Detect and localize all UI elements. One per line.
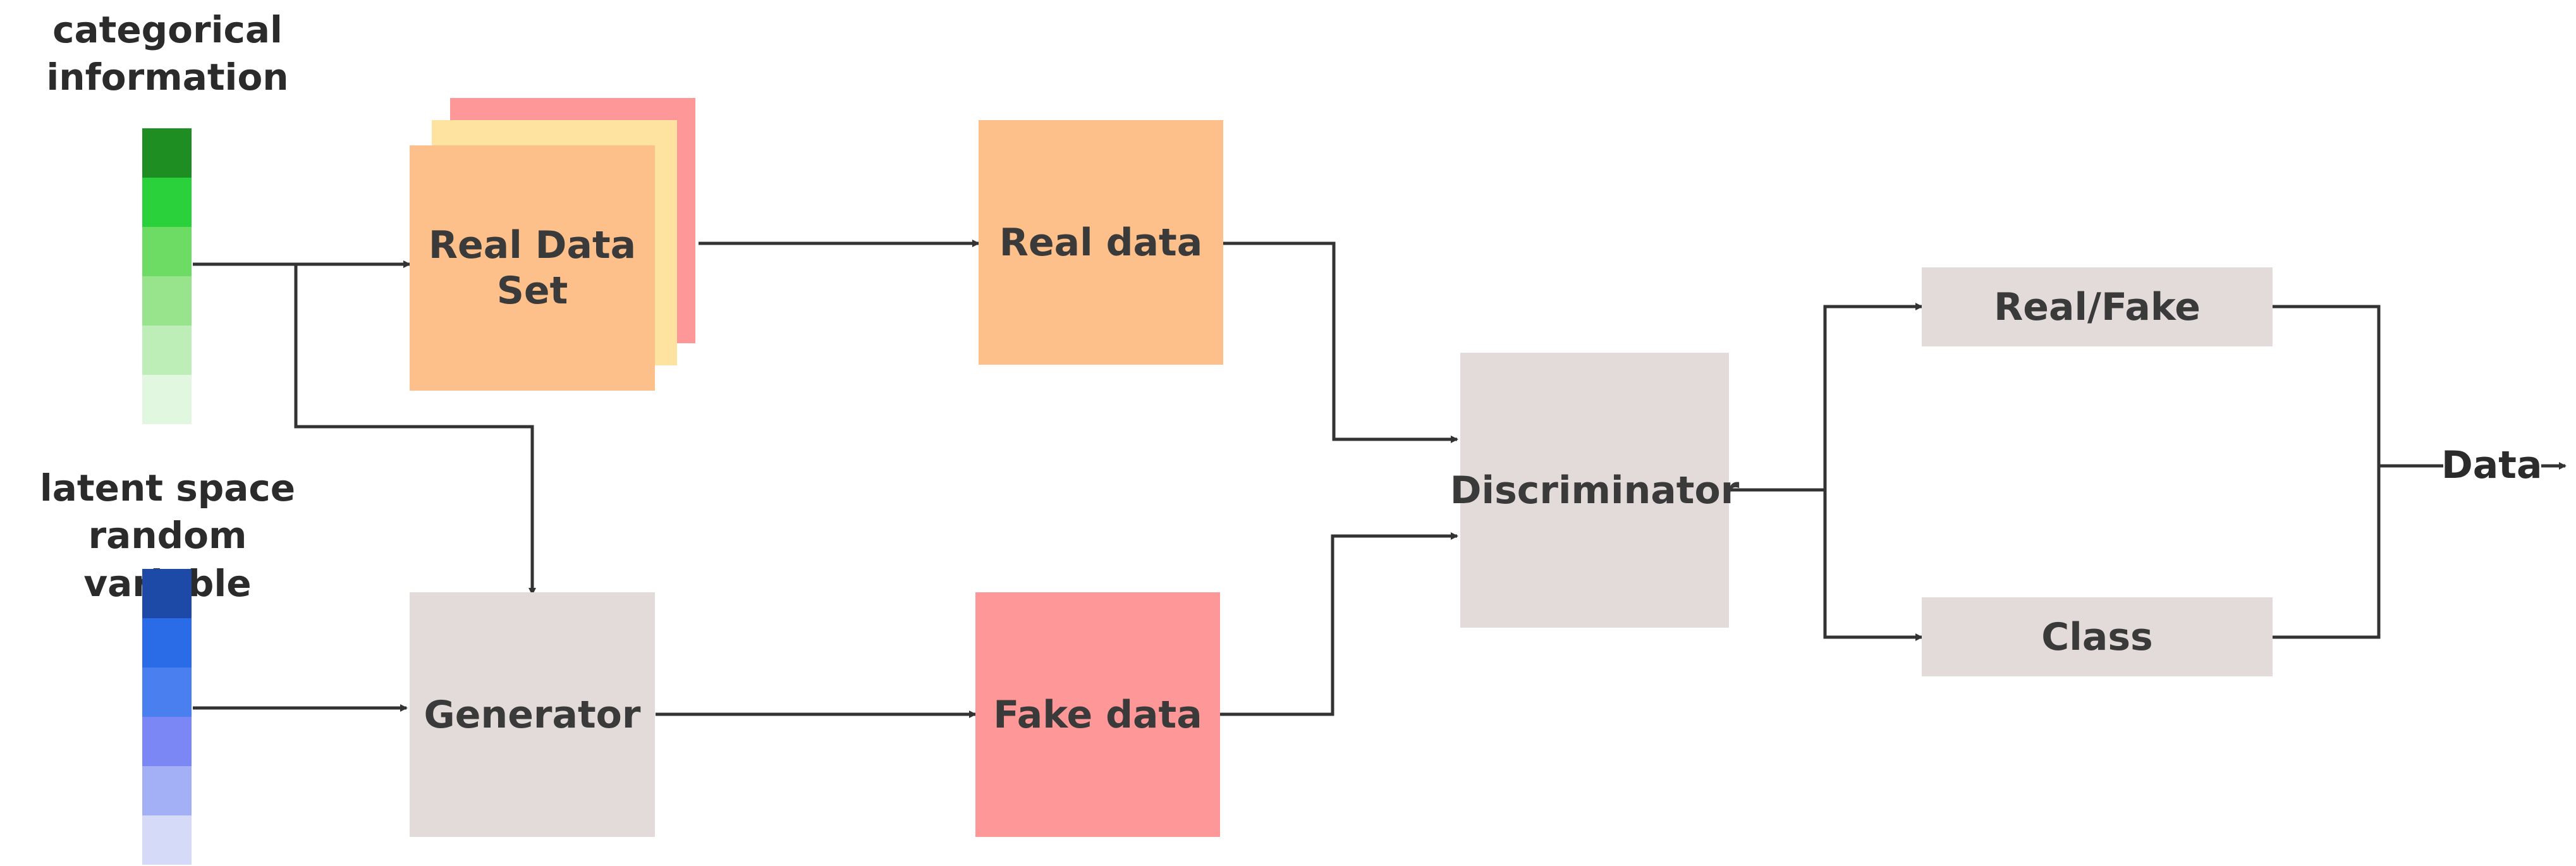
strip-cell	[142, 326, 192, 375]
strip-cell	[142, 276, 192, 326]
strip-cell	[142, 569, 192, 618]
discriminator-node: Discriminator	[1450, 353, 1739, 628]
strip-cell	[142, 375, 192, 424]
real-data-node: Real data	[979, 120, 1223, 365]
edge-categorical-to-generator	[294, 264, 536, 595]
categorical-label: categorical information	[46, 8, 289, 99]
strip-cell	[142, 668, 192, 717]
strip-cell	[142, 766, 192, 815]
edge-to-realfake	[1823, 303, 1923, 490]
strip-cell	[142, 618, 192, 668]
real-data-set-node: Real Data Set	[410, 145, 655, 391]
strip-cell	[142, 815, 192, 865]
generator-node: Generator	[410, 592, 655, 837]
strip-cell	[142, 227, 192, 276]
strip-cell	[142, 128, 192, 178]
edge-to-class	[1823, 490, 1923, 641]
strip-cell	[142, 717, 192, 766]
latent-strip	[142, 569, 192, 865]
real-fake-node: Real/Fake	[1922, 267, 2273, 346]
edge-realfake-merge	[2273, 305, 2381, 639]
categorical-strip	[142, 128, 192, 424]
data-output-label: Data	[2441, 443, 2542, 487]
class-node: Class	[1922, 597, 2273, 676]
strip-cell	[142, 178, 192, 227]
edge-realdata-to-discriminator	[1223, 241, 1458, 443]
edge-fakedata-to-discriminator	[1220, 532, 1458, 716]
fake-data-node: Fake data	[975, 592, 1220, 837]
